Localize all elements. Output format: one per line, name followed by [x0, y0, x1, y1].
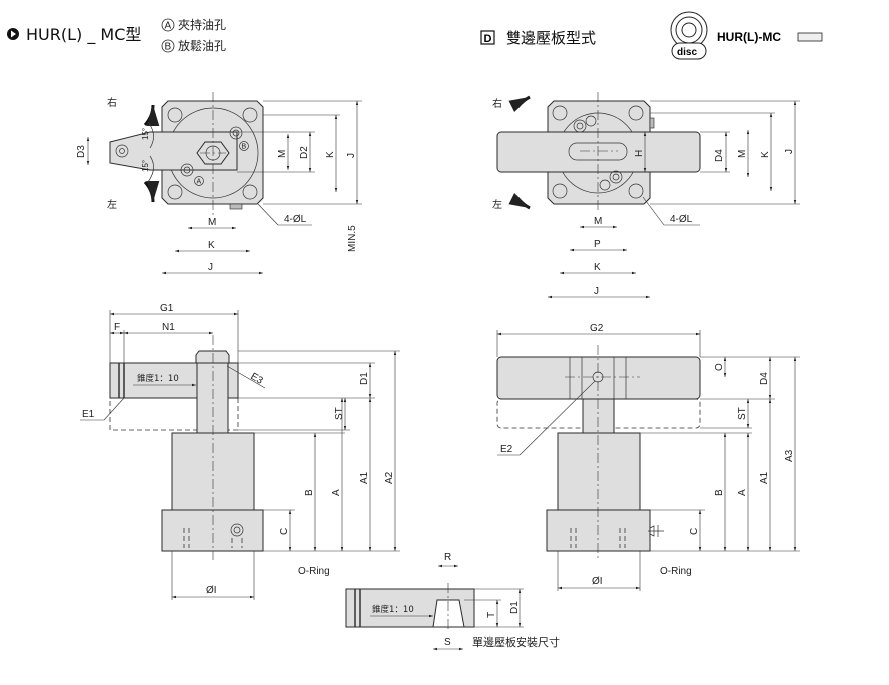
dimension-label-c: C — [279, 528, 290, 535]
svg-text:左: 左 — [492, 198, 502, 211]
legend-text-a: 夾持油孔 — [178, 17, 226, 32]
detail-caption: 單邊壓板安裝尺寸 — [472, 635, 560, 649]
type-mark: D — [484, 33, 492, 45]
dimension-label-d1: D1 — [359, 372, 370, 385]
dimension-label-a: A — [331, 489, 342, 496]
dimension-label-t: T — [486, 612, 497, 618]
dimension-label-j-h: J — [208, 262, 213, 273]
legend-mark-a: A — [165, 21, 172, 32]
dimension-label-r: R — [444, 552, 451, 563]
min5-label: MIN.5 — [347, 225, 358, 252]
dimension-label-d4: D4 — [714, 149, 725, 162]
dimension-label-k-v: K — [760, 151, 771, 158]
dimension-label-d1: D1 — [509, 601, 520, 614]
legend-mark-b: B — [165, 42, 172, 53]
dimension-label-o: O — [714, 363, 725, 371]
top-view-single-arm: B A 右 左 15° 15° 4-ØL MIN.5 — [107, 92, 358, 252]
svg-text:E3: E3 — [249, 371, 265, 387]
dimension-label-dia: ØI — [206, 585, 217, 596]
svg-text:E1: E1 — [82, 409, 95, 420]
dimension-label-a1: A1 — [759, 471, 770, 484]
svg-text:右: 右 — [492, 97, 502, 110]
dimension-label-d2: D2 — [299, 146, 310, 159]
dimension-label-k-v: K — [325, 151, 336, 158]
dimension-label-n1: N1 — [162, 322, 175, 333]
holes-label: 4-ØL — [284, 214, 307, 225]
dimension-label-st: ST — [334, 407, 345, 420]
right-rotation-label: 右 — [107, 96, 117, 109]
side-view-single-arm: E3 E1 錐度1：10 O-Ring — [80, 335, 330, 577]
dimension-label-p: P — [594, 239, 601, 250]
dimension-label-c: C — [689, 528, 700, 535]
dimension-label-g2: G2 — [590, 323, 604, 334]
dimension-label-m-v: M — [277, 150, 288, 158]
model-code: HUR(L)-MC — [717, 30, 781, 44]
side-view-double-arm: E2 O-Ring — [496, 345, 701, 577]
svg-text:O-Ring: O-Ring — [660, 566, 692, 577]
dimension-label-k-h: K — [594, 262, 601, 273]
legend-text-b: 放鬆油孔 — [178, 38, 226, 53]
dimension-label-st: ST — [737, 407, 748, 420]
header: HUR(L) _ MC型 A 夾持油孔 B 放鬆油孔 D 雙邊壓板型式 disc… — [7, 11, 823, 60]
svg-text:4-ØL: 4-ØL — [670, 214, 693, 225]
left-rotation-label: 左 — [107, 198, 117, 211]
dimension-label-j-v: J — [346, 153, 357, 158]
top-view-double-arm: 右 左 4-ØL — [492, 92, 701, 226]
svg-text:E2: E2 — [500, 444, 513, 455]
dimension-label-j-v: J — [784, 149, 795, 154]
dimension-label-k-h: K — [208, 240, 215, 251]
dimension-label-a1: A1 — [359, 471, 370, 484]
svg-text:15°: 15° — [141, 160, 150, 172]
dimension-label-a: A — [737, 489, 748, 496]
model-title: HUR(L) _ MC型 — [26, 25, 141, 45]
svg-text:B: B — [242, 144, 247, 151]
dimension-label-s: S — [444, 637, 451, 648]
type-title: 雙邊壓板型式 — [506, 29, 596, 47]
dimension-label-b: B — [304, 489, 315, 496]
dimension-label-a3: A3 — [784, 449, 795, 462]
svg-text:錐度1：10: 錐度1：10 — [137, 373, 179, 384]
model-code-blank-box — [797, 32, 823, 42]
dimension-label-g1: G1 — [160, 303, 174, 314]
svg-text:15°: 15° — [141, 128, 150, 140]
dimension-label-m-v: M — [737, 150, 748, 158]
dimension-label-h: H — [634, 150, 645, 157]
disc-logo: disc — [670, 11, 708, 60]
dimension-label-dia: ØI — [592, 576, 603, 587]
dimension-label-j-h: J — [594, 286, 599, 297]
svg-text:O-Ring: O-Ring — [298, 566, 330, 577]
dimension-label-d3: D3 — [76, 145, 87, 158]
dimension-label-b: B — [714, 489, 725, 496]
dimension-label-m-h: M — [594, 216, 602, 227]
dimension-label-a2: A2 — [384, 471, 395, 484]
svg-text:錐度1：10: 錐度1：10 — [372, 604, 414, 615]
dimension-label-f: F — [114, 322, 120, 333]
dimension-label-d4: D4 — [759, 372, 770, 385]
dimension-label-m-h: M — [208, 217, 216, 228]
svg-text:disc: disc — [677, 47, 697, 58]
single-arm-mounting-detail: 錐度1：10 單邊壓板安裝尺寸 — [345, 583, 560, 649]
svg-text:A: A — [197, 179, 202, 186]
